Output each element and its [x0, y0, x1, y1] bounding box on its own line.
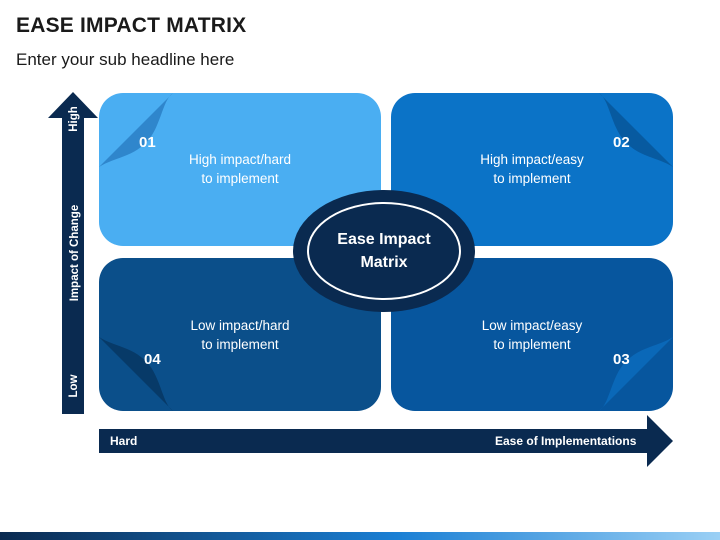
page-curl-icon	[99, 93, 173, 167]
x-axis-title: Ease of Implementations	[495, 434, 637, 448]
page-curl-icon	[599, 93, 673, 167]
page-curl-icon	[599, 337, 673, 411]
y-axis-high-label: High	[68, 106, 80, 132]
quadrant-number: 01	[139, 134, 156, 151]
y-axis-title: Impact of Change	[69, 204, 81, 302]
quadrant-number: 04	[144, 351, 161, 368]
page-subtitle: Enter your sub headline here	[16, 50, 235, 69]
quadrant-number: 02	[613, 134, 630, 151]
quadrant-text: High impact/easy to implement	[480, 152, 584, 186]
quadrant-text: Low impact/easy to implement	[481, 318, 583, 352]
page-title: EASE IMPACT MATRIX	[16, 14, 247, 37]
x-axis-hard-label: Hard	[110, 434, 138, 448]
y-axis-low-label: Low	[68, 374, 80, 398]
x-axis-arrow	[99, 415, 673, 467]
center-oval-ring	[307, 202, 461, 300]
quadrant-number: 03	[613, 351, 630, 368]
quadrant-text: High impact/hard to implement	[188, 152, 292, 186]
center-label: Ease Impact Matrix	[337, 231, 431, 271]
footer-bar	[0, 532, 720, 540]
y-axis-arrow	[48, 92, 98, 414]
center-oval: Ease Impact Matrix	[293, 190, 475, 312]
quadrant-text: Low impact/hard to implement	[190, 318, 290, 352]
page-curl-icon	[99, 337, 173, 411]
